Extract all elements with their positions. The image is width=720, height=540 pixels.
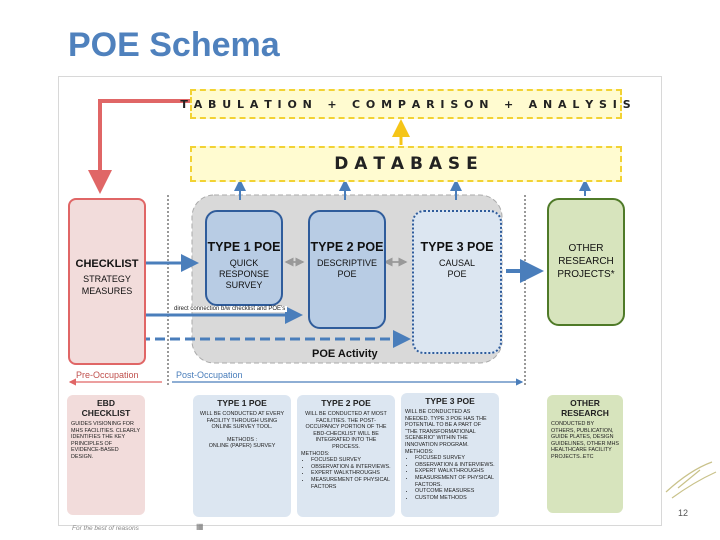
type3-poe-box: TYPE 3 POE CAUSAL POE [412,210,502,354]
list-item: EXPERT WALKTHROUGHS [415,468,495,475]
direct-connection-label: direct connection b/w checklist and POE’… [172,306,288,312]
list-item: OUTCOME MEASURES [415,488,495,495]
list-item: MEASUREMENT OF PHYSICAL FACTORS. [415,475,495,488]
type1-card: TYPE 1 POE WILL BE CONDUCTED AT EVERY FA… [193,395,291,517]
list-item: EXPERT WALKTHROUGHS [311,470,391,477]
other-research-box: OTHER RESEARCH PROJECTS* [547,198,625,326]
other-line-1: OTHER [568,243,604,254]
checklist-box: CHECKLIST STRATEGY MEASURES [68,198,146,365]
type1-poe-box: TYPE 1 POE QUICK RESPONSE SURVEY [205,210,283,306]
ebd-checklist-card: EBD CHECKLIST GUIDES VISIONING FOR MHS F… [67,395,145,515]
type2-card-body: WILL BE CONDUCTED AT MOST FACILITIES. TH… [305,411,387,450]
ebd-card-body: GUIDES VISIONING FOR MHS FACILITIES. CLE… [71,421,141,460]
checklist-line-2: MEASURES [81,286,133,296]
other-card-body: CONDUCTED BY OTHERS, PUBLICATION, GUIDE … [551,421,619,460]
ebd-card-title-2: CHECKLIST [81,408,131,418]
type3-card-methods-label: METHODS: [405,448,434,455]
type3-line-2: POE [447,269,467,279]
type1-card-methods: ONLINE (PAPER) SURVEY [208,443,276,450]
checklist-title: CHECKLIST [75,258,139,270]
type3-methods-list: FOCUSED SURVEY OBSERVATION & INTERVIEWS.… [405,455,495,501]
type2-card-methods-label: METHODS: [301,450,330,457]
poe-activity-label: POE Activity [312,348,378,360]
type1-title: TYPE 1 POE [207,240,281,254]
list-item: FOCUSED SURVEY [415,455,495,462]
database-banner: D A T A B A S E [190,146,622,182]
type1-line-3: SURVEY [225,280,263,290]
footer-icon: ▦ [196,522,204,531]
type2-title: TYPE 2 POE [310,240,384,254]
ebd-card-title-1: EBD [97,398,115,408]
type1-line-1: QUICK [229,258,259,268]
tabulation-banner: T A B U L A T I O N + C O M P A R I S O … [180,89,631,119]
type1-card-title: TYPE 1 POE [217,398,267,408]
type2-line-1: DESCRIPTIVE [316,258,377,268]
list-item: OBSERVATION & INTERVIEWS. [311,464,391,471]
type2-poe-box: TYPE 2 POE DESCRIPTIVE POE [308,210,386,329]
post-occupation-label: Post-Occupation [176,370,243,380]
type3-line-1: CAUSAL [438,258,475,268]
other-card-title-1: OTHER [570,398,600,408]
type3-title: TYPE 3 POE [420,240,494,254]
list-item: OBSERVATION & INTERVIEWS. [415,462,495,469]
type1-card-body: WILL BE CONDUCTED AT EVERY FACILITY THRO… [199,411,285,431]
other-line-3: PROJECTS* [557,269,615,280]
list-item: MEASUREMENT OF PHYSICAL FACTORS [311,477,391,490]
type2-methods-list: FOCUSED SURVEY OBSERVATION & INTERVIEWS.… [301,457,391,490]
type3-card-title: TYPE 3 POE [425,396,475,406]
type3-card: TYPE 3 POE WILL BE CONDUCTED AS NEEDED. … [401,393,499,517]
other-research-card: OTHER RESEARCH CONDUCTED BY OTHERS, PUBL… [547,395,623,513]
slide-title: POE Schema [68,26,280,64]
other-card-title-2: RESEARCH [561,408,609,418]
list-item: FOCUSED SURVEY [311,457,391,464]
type1-card-methods-label: METHODS : [227,436,257,443]
type2-card: TYPE 2 POE WILL BE CONDUCTED AT MOST FAC… [297,395,395,517]
list-item: CUSTOM METHODS [415,495,495,502]
footer-tagline: For the best of reasons [72,525,139,532]
page-number: 12 [678,508,689,518]
type2-card-title: TYPE 2 POE [321,398,371,408]
other-line-2: RESEARCH [558,256,614,267]
type2-line-2: POE [337,269,357,279]
corner-logo-icon [665,461,717,499]
red-feedback-arrow [88,99,190,194]
pre-occupation-label: Pre-Occupation [76,370,139,380]
checklist-line-1: STRATEGY [83,274,131,284]
type3-card-body: WILL BE CONDUCTED AS NEEDED. TYPE 3 POE … [405,409,487,448]
type1-line-2: RESPONSE [218,269,269,279]
